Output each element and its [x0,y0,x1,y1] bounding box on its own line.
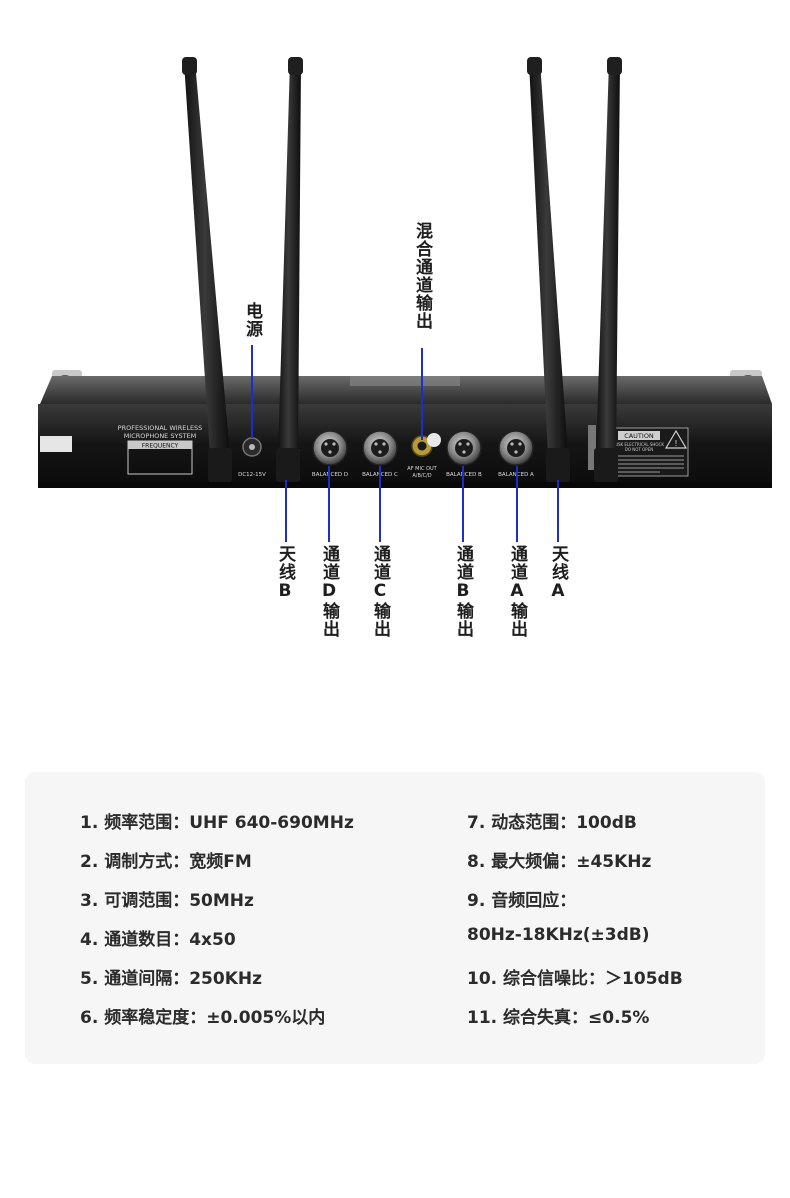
antenna-right-outer [594,57,622,482]
callout-channel-b: 通道B输出 [453,545,473,638]
callout-antenna-b: 天线B [275,545,295,602]
callout-antenna-a: 天线A [548,545,568,602]
antenna-b [276,57,303,482]
port-label-af: AF MIC OUT [407,466,437,472]
svg-text:!: ! [674,439,677,448]
spec-item: 3. 可调范围：50MHz [80,891,254,911]
port-label-b: BALANCED B [446,472,482,478]
callout-channel-a: 通道A输出 [507,545,527,638]
spec-item: 4. 通道数目：4x50 [80,930,236,950]
panel-title-1: PROFESSIONAL WIRELESS [118,424,203,432]
callout-line-ch-a [516,466,518,542]
callout-channel-c: 通道C输出 [370,545,390,638]
callout-line-ch-c [379,466,381,542]
spec-panel [25,772,765,1064]
frequency-label: FREQUENCY [142,443,179,450]
caution-title: CAUTION [624,432,654,440]
spec-item: 10. 综合信噪比：＞105dB [467,969,683,989]
spec-item: 7. 动态范围：100dB [467,813,637,833]
spec-item: 80Hz-18KHz(±3dB) [467,925,650,945]
callout-line-ch-d [328,466,330,542]
spec-item: 11. 综合失真：≤0.5% [467,1008,650,1028]
spec-item: 9. 音频回应： [467,891,577,911]
warning-icon [664,429,688,449]
callout-mix-output: 混合通道输出 [412,222,432,330]
antenna-a [527,57,570,482]
spec-item: 1. 频率范围：UHF 640-690MHz [80,813,354,833]
callout-line-power [251,345,253,438]
callout-power: 电源 [242,302,262,338]
callout-line-antenna-b [285,480,287,542]
info-sticker [40,436,72,452]
callout-channel-d: 通道D输出 [319,545,339,638]
port-label-af-sub: A/B/C/D [412,473,431,479]
callout-line-mix [421,348,423,440]
spec-item: 2. 调制方式：宽频FM [80,852,252,872]
caution-sub-1: RISK ELECTRICAL SHOCK [614,442,664,447]
dc-label: DC12-15V [238,472,266,478]
spec-item: 6. 频率稳定度：±0.005%以内 [80,1008,326,1028]
caution-sub-2: DO NOT OPEN [625,447,653,452]
callout-line-antenna-a [557,480,559,542]
product-photo: PROFESSIONAL WIRELESS MICROPHONE SYSTEM … [38,57,772,488]
port-label-d: BALANCED D [312,472,348,478]
antenna-left-outer [182,57,232,482]
panel-title-2: MICROPHONE SYSTEM [124,432,197,440]
spec-item: 8. 最大频偏：±45KHz [467,852,652,872]
callout-line-ch-b [462,466,464,542]
spec-item: 5. 通道间隔：250KHz [80,969,262,989]
